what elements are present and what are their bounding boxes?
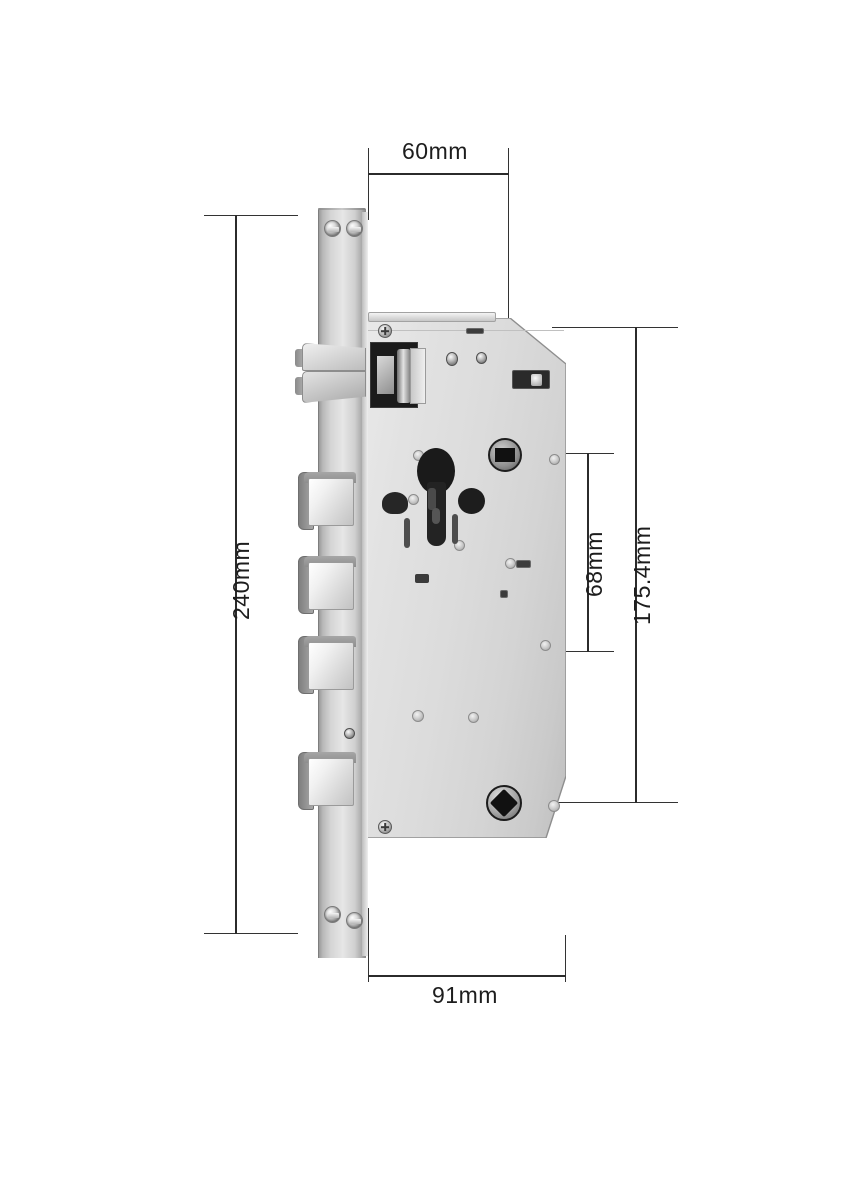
keyhole-slot [432, 508, 440, 524]
latch-upper-face [302, 343, 366, 371]
cylinder-slot-right [452, 514, 458, 544]
deadbolt [298, 752, 356, 810]
spindle-hole-upper [488, 438, 522, 472]
case-screw [378, 324, 392, 338]
faceplate-screw-hole [346, 220, 363, 237]
case-top-lip [368, 312, 496, 322]
ext-line-91mm-left [368, 908, 369, 982]
dim-line-175mm [635, 327, 637, 803]
case-rivet [548, 800, 560, 812]
cylinder-foot-notch [415, 574, 429, 583]
deadbolt [298, 556, 356, 614]
latch-bolt [295, 343, 368, 405]
case-side-slot [512, 370, 550, 389]
case-rivet [454, 540, 465, 551]
faceplate-screw-hole [324, 220, 341, 237]
dim-label-240mm: 240mm [228, 540, 254, 620]
latch-blade [377, 356, 394, 394]
spindle-square-upper [495, 448, 515, 462]
case-marker-slot [500, 590, 508, 598]
cylinder-slot-left [404, 518, 410, 548]
faceplate-bevel [362, 212, 368, 956]
latch-guide-tab [410, 348, 426, 404]
ext-line-175mm-bottom [552, 802, 678, 803]
dim-line-240mm [235, 215, 237, 934]
spindle-square-lower [489, 788, 519, 818]
dim-label-60mm: 60mm [402, 138, 468, 164]
case-rivet [408, 494, 419, 505]
dim-line-60mm [368, 173, 509, 175]
faceplate-screw-hole [346, 912, 363, 929]
dim-line-68mm [587, 453, 589, 652]
latch-lower-face [302, 371, 366, 403]
case-rivet [468, 712, 479, 723]
ext-line-240mm-top [204, 215, 298, 216]
lock-body-assembly [295, 200, 590, 960]
ext-line-175mm-top [552, 327, 678, 328]
dim-label-175mm: 175.4mm [629, 525, 655, 625]
deadbolt-top [304, 752, 356, 763]
cylinder-cam-left [382, 492, 408, 514]
faceplate-rivet [344, 728, 355, 739]
deadbolt-top [304, 472, 356, 483]
ext-line-60mm-left [368, 148, 369, 220]
latch-pin [397, 349, 411, 403]
deadbolt-face [308, 478, 354, 526]
dim-label-91mm: 91mm [432, 982, 498, 1008]
euro-cylinder-keyhole [412, 448, 456, 560]
keyhole-highlight [428, 488, 436, 510]
deadbolt-top [304, 636, 356, 647]
case-rivet [540, 640, 551, 651]
dim-line-91mm [368, 975, 566, 977]
cylinder-cam-right [458, 488, 485, 514]
deadbolt-top [304, 556, 356, 567]
faceplate-screw-hole [324, 906, 341, 923]
case-rivet [505, 558, 516, 569]
case-rivet [412, 710, 424, 722]
deadbolt [298, 636, 356, 694]
ext-line-91mm-right [565, 935, 566, 982]
case-marker-slot [466, 328, 484, 334]
case-marker-slot [516, 560, 531, 568]
ext-line-60mm-right [508, 148, 509, 458]
deadbolt-face [308, 758, 354, 806]
deadbolt-face [308, 562, 354, 610]
spindle-hole-lower [486, 785, 522, 821]
case-rivet [446, 352, 458, 366]
case-screw [378, 820, 392, 834]
case-rivet [476, 352, 487, 364]
deadbolt-face [308, 642, 354, 690]
ext-line-240mm-bottom [204, 933, 298, 934]
case-rivet [549, 454, 560, 465]
deadbolt [298, 472, 356, 530]
